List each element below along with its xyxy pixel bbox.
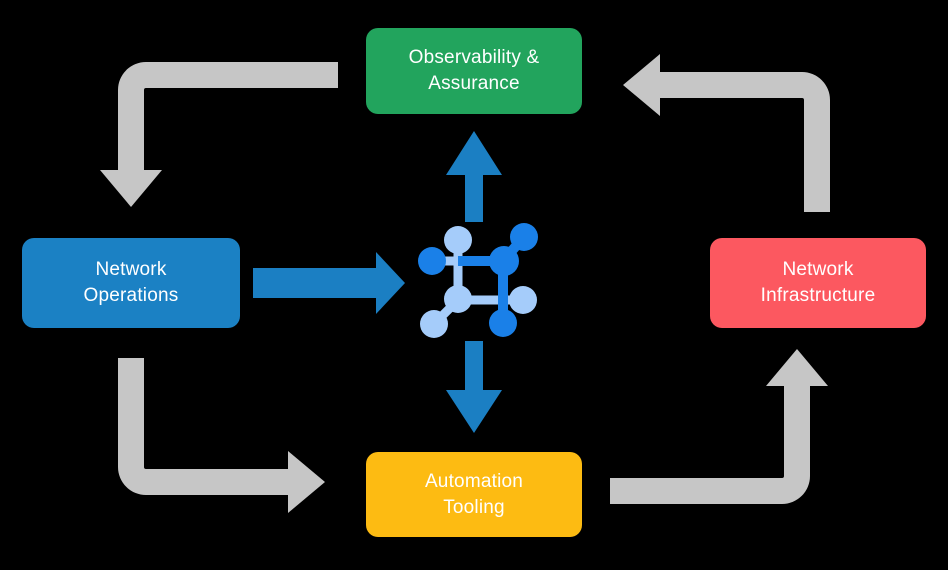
node-box-observability[interactable]: Observability & Assurance: [366, 28, 582, 114]
connector-observability-to-operations: [100, 62, 338, 207]
network-icon-nodes: [418, 223, 538, 338]
node-label-automation-line-2: Tooling: [443, 496, 505, 518]
node-label-automation: Automation Tooling: [425, 469, 523, 520]
connector-automation-to-infrastructure: [610, 349, 828, 504]
connector-center-to-observability: [446, 131, 502, 222]
node-box-automation[interactable]: Automation Tooling: [366, 452, 582, 537]
network-icon-edges: [433, 234, 527, 325]
node-label-infrastructure-line-2: Infrastructure: [760, 285, 876, 306]
node-label-automation-line-1: Automation: [424, 470, 524, 492]
node-box-operations[interactable]: Network Operations: [22, 238, 240, 328]
node-label-infrastructure: Network Infrastructure: [761, 257, 876, 308]
connector-center-to-automation: [446, 341, 502, 433]
node-label-operations-line-1: Network: [95, 259, 167, 281]
node-label-infrastructure-line-1: Network: [782, 259, 854, 281]
node-label-observability-line-1: Observability &: [408, 47, 540, 69]
connector-infrastructure-to-observability: [623, 54, 830, 212]
connector-operations-to-center: [253, 252, 405, 314]
node-label-operations: Network Operations: [84, 257, 179, 308]
node-box-infrastructure[interactable]: Network Infrastructure: [710, 238, 926, 328]
node-label-observability-line-2: Assurance: [428, 73, 520, 94]
connector-operations-to-automation: [118, 358, 325, 513]
node-label-operations-line-2: Operations: [83, 285, 179, 306]
node-label-observability: Observability & Assurance: [409, 45, 540, 96]
